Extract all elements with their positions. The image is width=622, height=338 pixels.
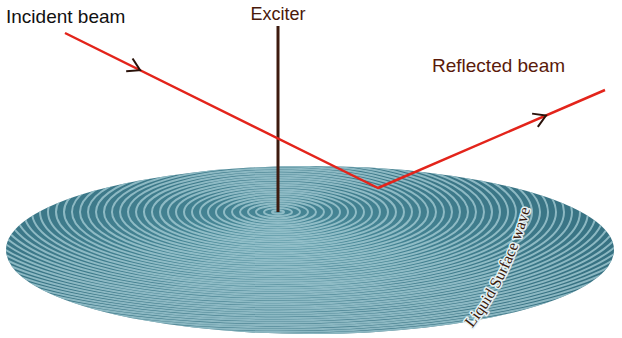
wave-ring	[0, 115, 612, 309]
beam-arrow	[126, 58, 140, 71]
wave-ring	[0, 129, 564, 295]
wave-ring	[0, 87, 622, 336]
light-beam	[65, 33, 605, 188]
wave-ring	[0, 106, 622, 318]
wave-ring	[0, 127, 572, 298]
wave-ring	[0, 99, 622, 325]
surface-wave-label: Liquid Surface wave	[461, 205, 533, 330]
wave-ring	[0, 111, 622, 314]
wave-rings	[0, 80, 622, 338]
wave-ring	[0, 83, 622, 338]
wave-ring	[0, 92, 622, 332]
wave-ring	[0, 97, 622, 328]
wave-ring	[0, 90, 622, 335]
wave-ring	[0, 101, 622, 323]
exciter-label: Exciter	[250, 3, 305, 25]
wave-ring	[0, 124, 580, 299]
wave-ring	[0, 104, 622, 321]
wave-ring	[0, 113, 620, 311]
wave-ring	[0, 122, 588, 302]
exciter-rod	[277, 26, 280, 212]
wave-ring	[0, 108, 622, 316]
wave-ring	[0, 80, 622, 338]
beam-label: Incident beam	[6, 6, 125, 28]
beam-arrow	[532, 114, 546, 127]
beam-label: Reflected beam	[432, 55, 565, 77]
wave-ring	[0, 94, 622, 329]
wave-ring	[0, 117, 604, 306]
